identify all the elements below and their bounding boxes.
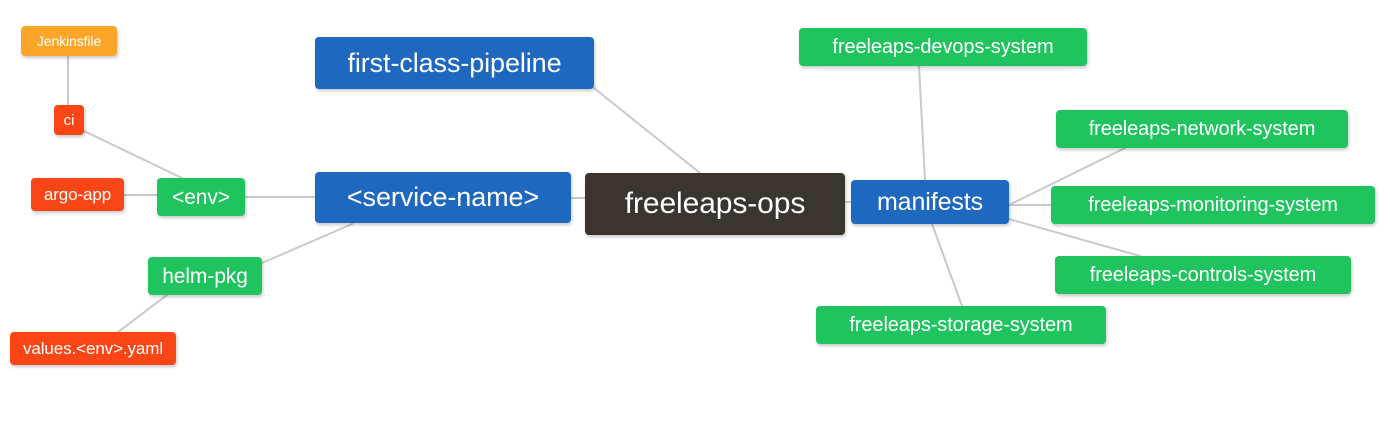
- mindmap-node-helm-pkg[interactable]: helm-pkg: [148, 257, 262, 295]
- edge-service-name-to-helm-pkg: [261, 223, 353, 264]
- mindmap-node-label: first-class-pipeline: [347, 47, 562, 78]
- mindmap-node-label: argo-app: [43, 185, 112, 204]
- mindmap-node-manifests[interactable]: manifests: [851, 180, 1009, 224]
- edge-root-to-first-class-pipeline: [593, 87, 701, 174]
- edge-manifests-to-network-system: [1008, 147, 1126, 206]
- edge-manifests-to-controls-system: [1008, 218, 1141, 257]
- mindmap-node-service-name[interactable]: <service-name>: [315, 172, 571, 223]
- mindmap-node-env[interactable]: <env>: [157, 178, 245, 216]
- mindmap-node-label: ci: [63, 111, 75, 129]
- mindmap-node-label: freeleaps-storage-system: [849, 314, 1073, 336]
- mindmap-node-first-class-pipeline[interactable]: first-class-pipeline: [315, 37, 594, 89]
- mindmap-node-label: freeleaps-devops-system: [832, 36, 1054, 58]
- mindmap-node-label: freeleaps-ops: [624, 187, 806, 220]
- mindmap-node-values-yaml[interactable]: values.<env>.yaml: [10, 332, 176, 365]
- mindmap-node-argo-app[interactable]: argo-app: [31, 178, 124, 211]
- edge-manifests-to-devops-system: [918, 65, 926, 181]
- mindmap-node-jenkinsfile[interactable]: Jenkinsfile: [21, 26, 117, 56]
- mindmap-node-label: freeleaps-monitoring-system: [1088, 194, 1338, 216]
- mindmap-node-label: Jenkinsfile: [36, 33, 102, 49]
- mindmap-node-ci[interactable]: ci: [54, 105, 84, 135]
- mindmap-node-devops-system[interactable]: freeleaps-devops-system: [799, 28, 1087, 66]
- mindmap-node-label: <env>: [172, 185, 230, 209]
- edge-helm-pkg-to-values-yaml: [117, 294, 168, 333]
- mindmap-node-root[interactable]: freeleaps-ops: [585, 173, 845, 235]
- edge-env-to-ci: [83, 130, 183, 179]
- mindmap-node-label: freeleaps-network-system: [1088, 118, 1316, 140]
- mindmap-node-label: <service-name>: [346, 182, 540, 212]
- mindmap-node-label: freeleaps-controls-system: [1089, 264, 1317, 286]
- mindmap-node-monitoring-system[interactable]: freeleaps-monitoring-system: [1051, 186, 1375, 224]
- mindmap-node-label: manifests: [876, 187, 984, 216]
- mindmap-node-storage-system[interactable]: freeleaps-storage-system: [816, 306, 1106, 344]
- mindmap-node-label: values.<env>.yaml: [22, 339, 164, 358]
- mindmap-node-controls-system[interactable]: freeleaps-controls-system: [1055, 256, 1351, 294]
- mindmap-node-network-system[interactable]: freeleaps-network-system: [1056, 110, 1348, 148]
- mindmap-node-label: helm-pkg: [162, 264, 248, 288]
- edge-manifests-to-storage-system: [931, 223, 963, 307]
